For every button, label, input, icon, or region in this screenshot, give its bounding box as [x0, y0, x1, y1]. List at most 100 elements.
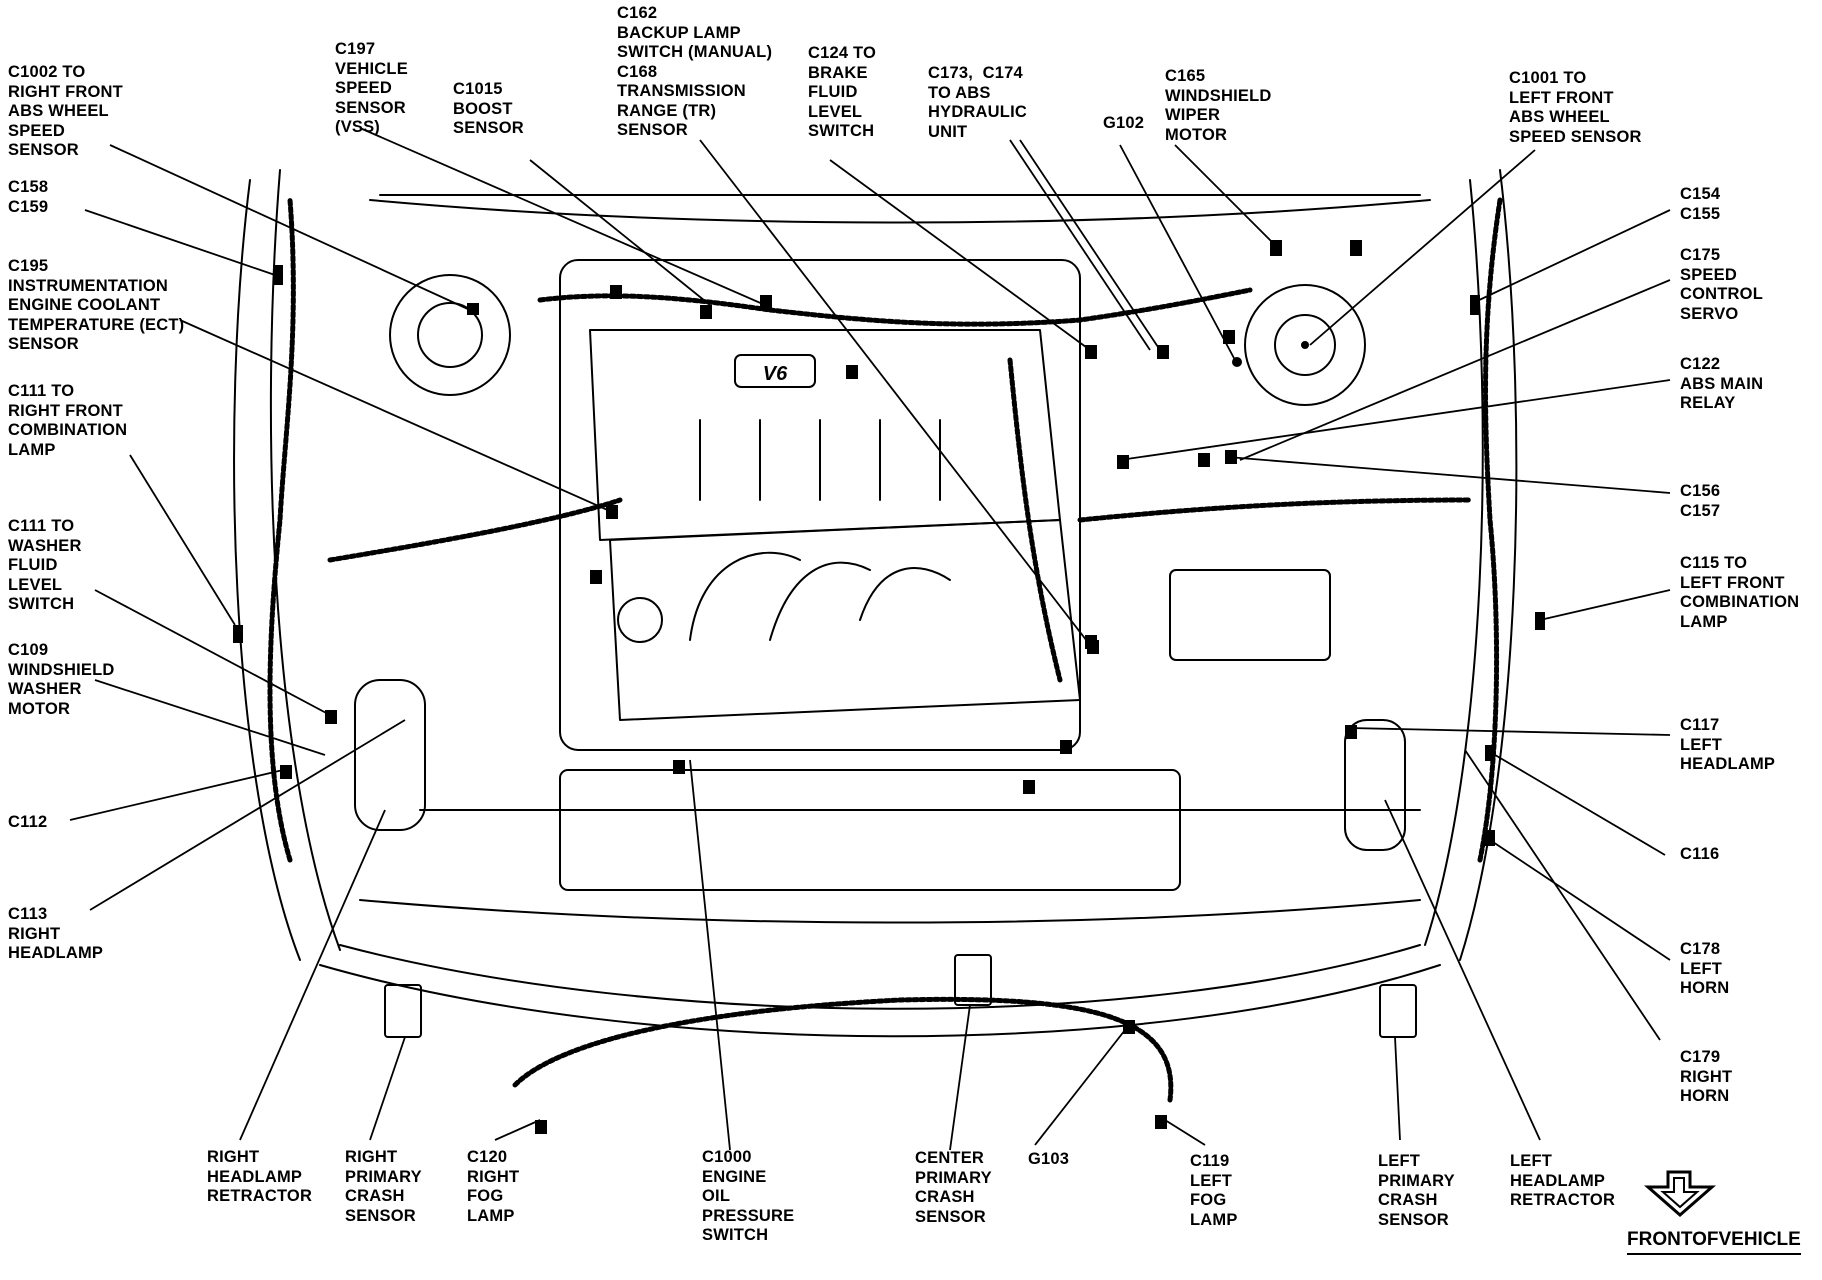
leader-c173a	[1009, 139, 1151, 351]
leader-c112	[69, 769, 284, 821]
lower-support	[359, 899, 1421, 924]
leader-c178	[1489, 839, 1671, 961]
v6-badge-frame	[734, 354, 816, 388]
label-center-primary-crash-sensor: CENTER PRIMARY CRASH SENSOR	[915, 1149, 992, 1226]
leader-c116	[1489, 751, 1666, 856]
center-primary-crash-sensor-box	[954, 954, 992, 1006]
right-strut-tower	[389, 274, 511, 396]
front-bumper-inner	[339, 944, 1421, 1010]
intake-manifold	[589, 329, 1061, 541]
leader-c117	[1349, 727, 1671, 736]
engine-block	[559, 259, 1081, 751]
label-c1001: C1001 TO LEFT FRONT ABS WHEEL SPEED SENS…	[1509, 69, 1642, 146]
leader-c111a	[129, 454, 236, 626]
label-c173: C173, C174 TO ABS HYDRAULIC UNIT	[928, 64, 1027, 141]
leader-lpcs	[1394, 1036, 1401, 1141]
right-fender-outline	[233, 179, 301, 961]
leader-c173b	[1019, 139, 1161, 351]
label-c162: C162 BACKUP LAMP SWITCH (MANUAL) C168 TR…	[617, 4, 773, 139]
front-of-vehicle-label: FRONTOFVEHICLE	[1627, 1229, 1801, 1255]
v6-badge: V6	[763, 363, 788, 385]
leader-g102	[1119, 144, 1236, 361]
leader-c195	[179, 319, 613, 513]
label-c116: C116	[1680, 845, 1720, 863]
cowl-line	[369, 199, 1431, 224]
leader-c175	[1239, 279, 1671, 461]
leader-rhr	[239, 809, 386, 1141]
leader-g103	[1034, 1029, 1126, 1146]
left-strut-cap	[1274, 314, 1336, 376]
label-left-headlamp-retractor: LEFT HEADLAMP RETRACTOR	[1510, 1152, 1616, 1209]
leader-rpcs	[369, 1036, 406, 1141]
leader-c165	[1174, 144, 1281, 251]
label-c158: C158 C159	[8, 178, 49, 216]
label-c1002: C1002 TO RIGHT FRONT ABS WHEEL SPEED SEN…	[8, 63, 123, 159]
label-right-primary-crash-sensor: RIGHT PRIMARY CRASH SENSOR	[345, 1148, 422, 1225]
label-c111-right-front: C111 TO RIGHT FRONT COMBINATION LAMP	[8, 382, 128, 459]
label-c112: C112	[8, 813, 48, 831]
label-c113: C113 RIGHT HEADLAMP	[8, 905, 104, 962]
leader-c197	[359, 127, 766, 306]
leader-c1015	[529, 159, 711, 306]
label-g102: G102	[1103, 114, 1145, 132]
label-c154: C154 C155	[1680, 185, 1721, 223]
harness-right	[267, 197, 296, 863]
label-c117: C117 LEFT HEADLAMP	[1680, 716, 1776, 773]
label-c1000: C1000 ENGINE OIL PRESSURE SWITCH	[702, 1148, 795, 1244]
label-left-primary-crash-sensor: LEFT PRIMARY CRASH SENSOR	[1378, 1152, 1455, 1229]
left-strut-tower	[1244, 284, 1366, 406]
label-c156: C156 C157	[1680, 482, 1721, 520]
leader-c156	[1227, 456, 1671, 494]
leader-c162	[699, 139, 1091, 646]
leader-c179	[1464, 749, 1661, 1041]
label-c195: C195 INSTRUMENTATION ENGINE COOLANT TEMP…	[8, 257, 185, 353]
left-fender-inner	[1424, 179, 1484, 946]
front-bumper	[319, 964, 1441, 1038]
leader-c158	[84, 209, 276, 276]
leader-cpcs	[949, 1004, 971, 1151]
harness-mid	[327, 497, 1473, 563]
label-c179: C179 RIGHT HORN	[1680, 1048, 1733, 1105]
harness-front	[512, 996, 1174, 1103]
label-c119: C119 LEFT FOG LAMP	[1190, 1152, 1238, 1229]
right-primary-crash-sensor-box	[384, 984, 422, 1038]
label-c109: C109 WINDSHIELD WASHER MOTOR	[8, 641, 115, 718]
right-strut-cap	[417, 302, 483, 368]
label-c175: C175 SPEED CONTROL SERVO	[1680, 246, 1763, 323]
leader-c1002	[109, 144, 471, 311]
leader-c109	[94, 679, 326, 756]
left-fender-outline	[1459, 169, 1518, 961]
leader-c111b	[94, 589, 331, 716]
radiator	[559, 769, 1181, 891]
leader-c124	[829, 159, 1091, 351]
leader-c120	[494, 1119, 541, 1141]
washer-reservoir	[354, 679, 426, 831]
label-c165: C165 WINDSHIELD WIPER MOTOR	[1165, 67, 1272, 144]
label-g103: G103	[1028, 1150, 1070, 1168]
leader-c122	[1119, 379, 1671, 461]
label-c122: C122 ABS MAIN RELAY	[1680, 355, 1764, 412]
leader-c1000	[689, 759, 731, 1151]
leader-lhr	[1384, 799, 1541, 1141]
label-c197: C197 VEHICLE SPEED SENSOR (VSS)	[335, 40, 408, 136]
label-c1015: C1015 BOOST SENSOR	[453, 80, 524, 137]
leader-c113	[89, 719, 406, 911]
label-c120: C120 RIGHT FOG LAMP	[467, 1148, 520, 1225]
left-primary-crash-sensor-box	[1379, 984, 1417, 1038]
label-c178: C178 LEFT HORN	[1680, 940, 1730, 997]
front-arrow-icon	[1644, 1170, 1716, 1217]
label-c124: C124 TO BRAKE FLUID LEVEL SWITCH	[808, 44, 877, 140]
label-right-headlamp-retractor: RIGHT HEADLAMP RETRACTOR	[207, 1148, 313, 1205]
coolant-reservoir	[1344, 719, 1406, 851]
leader-c154	[1474, 209, 1671, 303]
label-c111-washer: C111 TO WASHER FLUID LEVEL SWITCH	[8, 517, 82, 613]
valve-cover	[609, 519, 1081, 721]
leader-c119	[1164, 1119, 1206, 1146]
harness-top	[537, 287, 1253, 327]
label-c115: C115 TO LEFT FRONT COMBINATION LAMP	[1680, 554, 1800, 631]
leader-c1001	[1309, 149, 1536, 346]
leader-c115	[1539, 589, 1671, 621]
battery	[1169, 569, 1331, 661]
